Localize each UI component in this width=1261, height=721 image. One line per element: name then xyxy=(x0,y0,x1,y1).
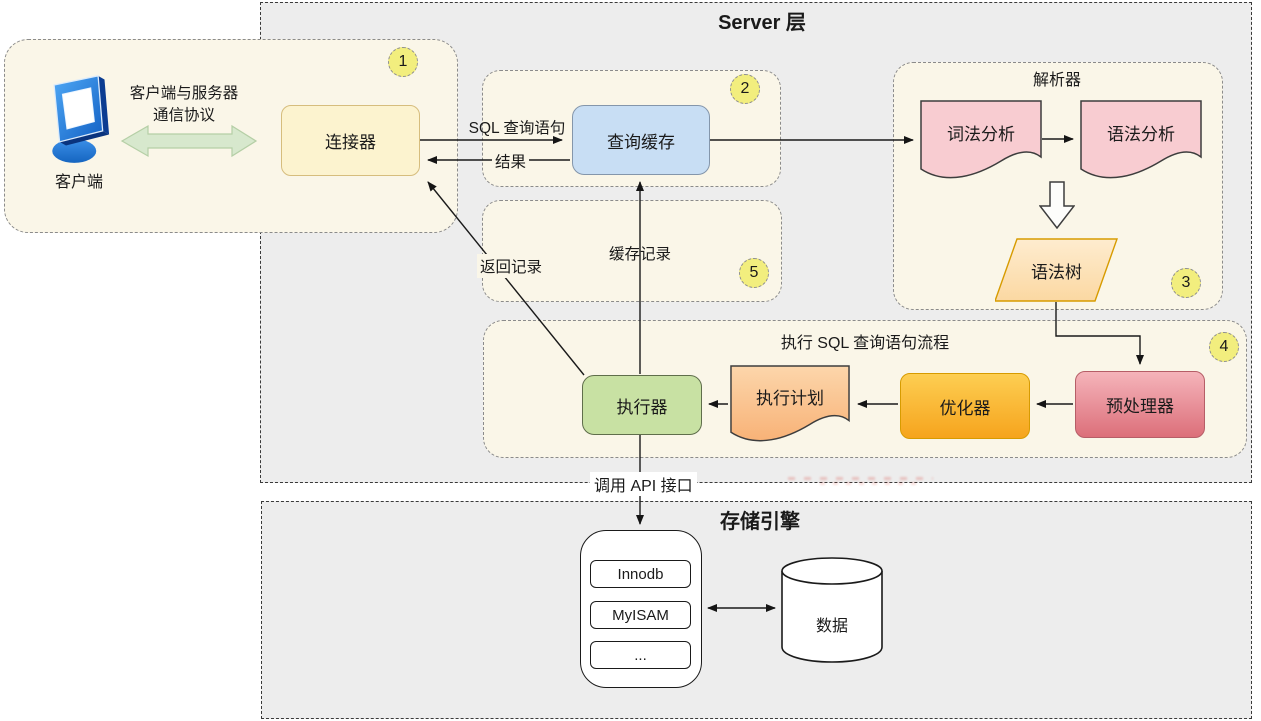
preprocessor-node-label: 预处理器 xyxy=(1106,397,1174,416)
cache-record-label: 缓存记录 xyxy=(608,246,671,263)
syntax-analysis-label: 语法分析 xyxy=(1107,124,1175,144)
syntax-analysis-node xyxy=(1080,100,1202,180)
result-label: 结果 xyxy=(492,150,530,172)
connector-node: 连接器 xyxy=(281,105,420,176)
badge-5: 5 xyxy=(739,258,769,288)
server-layer-title: Server 层 xyxy=(718,12,806,34)
data-label: 数据 xyxy=(815,618,848,635)
executor-node: 执行器 xyxy=(582,375,702,435)
protocol-line2: 通信协议 xyxy=(152,107,215,124)
syntax-tree-label: 语法树 xyxy=(1031,262,1082,282)
query-cache-node: 查询缓存 xyxy=(572,105,710,175)
syntax-tree-node xyxy=(995,238,1118,302)
exec-plan-node xyxy=(730,365,850,443)
api-call-label: 调用 API 接口 xyxy=(590,472,697,496)
engine-myisam: MyISAM xyxy=(590,601,691,629)
watermark-remnant xyxy=(788,477,933,480)
sql-statement-label: SQL 查询语句 xyxy=(468,120,566,137)
engine-others: ... xyxy=(590,641,691,669)
data-cylinder-icon xyxy=(780,556,884,664)
client-computer-icon xyxy=(44,68,110,168)
bidirectional-arrow-icon xyxy=(120,124,258,158)
client-label: 客户端 xyxy=(54,174,103,191)
badge-1: 1 xyxy=(388,47,418,77)
optimizer-node-label: 优化器 xyxy=(939,398,991,418)
connector-node-label: 连接器 xyxy=(325,133,376,152)
protocol-line1: 客户端与服务器 xyxy=(129,85,239,102)
lexical-analysis-label: 词法分析 xyxy=(947,124,1015,144)
optimizer-node: 优化器 xyxy=(900,373,1030,439)
engine-innodb: Innodb xyxy=(590,560,691,588)
exec-flow-title: 执行 SQL 查询语句流程 xyxy=(780,335,950,352)
storage-engine-title: 存储引擎 xyxy=(720,511,800,533)
executor-node-label: 执行器 xyxy=(616,397,668,417)
badge-2: 2 xyxy=(730,74,760,104)
lexical-analysis-node xyxy=(920,100,1042,180)
watermark-remnant-2 xyxy=(820,482,920,485)
badge-3: 3 xyxy=(1171,268,1201,298)
down-block-arrow-icon xyxy=(1039,181,1075,229)
query-cache-node-label: 查询缓存 xyxy=(607,132,675,152)
badge-4: 4 xyxy=(1209,332,1239,362)
preprocessor-node: 预处理器 xyxy=(1075,371,1205,438)
return-record-label: 返回记录 xyxy=(477,254,546,278)
exec-plan-label: 执行计划 xyxy=(756,388,824,408)
parser-title: 解析器 xyxy=(1032,72,1081,89)
